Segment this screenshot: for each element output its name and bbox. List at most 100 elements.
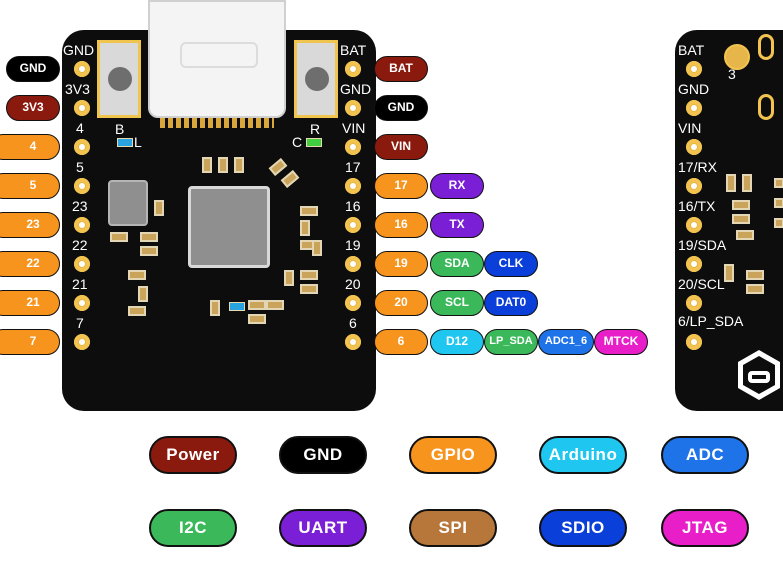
pin-label-5: 5 [0,173,60,199]
pin-label-4: 4 [0,134,60,160]
board-left-label: 4 [76,120,84,136]
mcu-chip [188,186,270,268]
legend-adc: ADC [661,436,749,474]
header-pad [345,100,361,116]
board-left-label: 7 [76,315,84,331]
pin-label-gnd: GND [374,95,428,121]
pin-label-20: 20 [374,290,428,316]
board-right-label: 19 [345,237,361,253]
legend-sdio: SDIO [539,509,627,547]
header-pad [345,178,361,194]
pin-label-gnd: GND [6,56,60,82]
reset-button[interactable] [294,40,338,118]
pin-label-17: 17 [374,173,428,199]
pin-label-d12: D12 [430,329,484,355]
header-pad [686,334,702,350]
smd-part [138,286,148,302]
smd-part [140,232,158,242]
board-back-label: 6/LP_SDA [678,313,744,329]
smd-part [742,174,752,192]
silk-c: C [292,134,303,150]
legend-spi: SPI [409,509,497,547]
pin-label-lp-sda: LP_SDA [484,329,538,355]
board-back-label: 16/TX [678,198,716,214]
pin-label-16: 16 [374,212,428,238]
pin-label-rx: RX [430,173,484,199]
board-back-label: 17/RX [678,159,717,175]
pin-label-sda: SDA [430,251,484,277]
board-left-label: 5 [76,159,84,175]
legend-gpio: GPIO [409,436,497,474]
pin-label-23: 23 [0,212,60,238]
board-left-label: GND [63,42,95,58]
pin-label-clk: CLK [484,251,538,277]
smd-part [128,306,146,316]
led-c [306,138,322,147]
usb-c-connector [148,0,286,118]
legend-uart: UART [279,509,367,547]
smd-part [266,300,284,310]
header-pad [345,256,361,272]
header-pad [74,217,90,233]
board-back-label: 20/SCL [678,276,725,292]
usb-contacts [160,118,274,128]
brand-logo-icon [738,350,780,400]
board-right-label: 20 [345,276,361,292]
smd-part [774,198,783,208]
smd-part [312,240,322,256]
legend-jtag: JTAG [661,509,749,547]
header-pad [686,139,702,155]
header-pad [345,139,361,155]
header-pad [686,178,702,194]
board-back-pad-oval [758,34,774,60]
led-blue [229,302,245,311]
smd-part [300,284,318,294]
header-pad [74,61,90,77]
smd-part [732,200,750,210]
smd-part [300,270,318,280]
header-pad [686,295,702,311]
smd-part [736,230,754,240]
smd-part [110,232,128,242]
silk-r: R [310,121,321,137]
smd-part [746,284,764,294]
smd-part [724,264,734,282]
smd-part [248,300,266,310]
board-right-label: 6 [349,315,357,331]
pin-label-22: 22 [0,251,60,277]
board-back-marker-pad [724,44,750,70]
smd-part [774,178,783,188]
board-back-label: GND [678,81,710,97]
smd-part [128,270,146,280]
pin-label-6: 6 [374,329,428,355]
board-back-pad-oval [758,94,774,120]
header-pad [345,334,361,350]
header-pad [74,295,90,311]
legend-arduino: Arduino [539,436,627,474]
pin-label-bat: BAT [374,56,428,82]
board-right-label: 17 [345,159,361,175]
pin-label-19: 19 [374,251,428,277]
pin-label-mtck: MTCK [594,329,648,355]
smd-part [210,300,220,316]
header-pad [74,139,90,155]
header-pad [686,100,702,116]
board-right-label: VIN [342,120,366,136]
pin-label-7: 7 [0,329,60,355]
board-right-label: 16 [345,198,361,214]
board-back-label: BAT [678,42,705,58]
board-back-label: 19/SDA [678,237,727,253]
board-back-marker: 3 [728,66,736,82]
header-pad [686,256,702,272]
pin-label-adc1-6: ADC1_6 [538,329,594,355]
pin-label-scl: SCL [430,290,484,316]
pin-label-21: 21 [0,290,60,316]
header-pad [686,61,702,77]
boot-button[interactable] [97,40,141,118]
board-left-label: 23 [72,198,88,214]
legend-i2c: I2C [149,509,237,547]
pin-label-tx: TX [430,212,484,238]
legend-power: Power [149,436,237,474]
header-pad [345,61,361,77]
pin-label-vin: VIN [374,134,428,160]
